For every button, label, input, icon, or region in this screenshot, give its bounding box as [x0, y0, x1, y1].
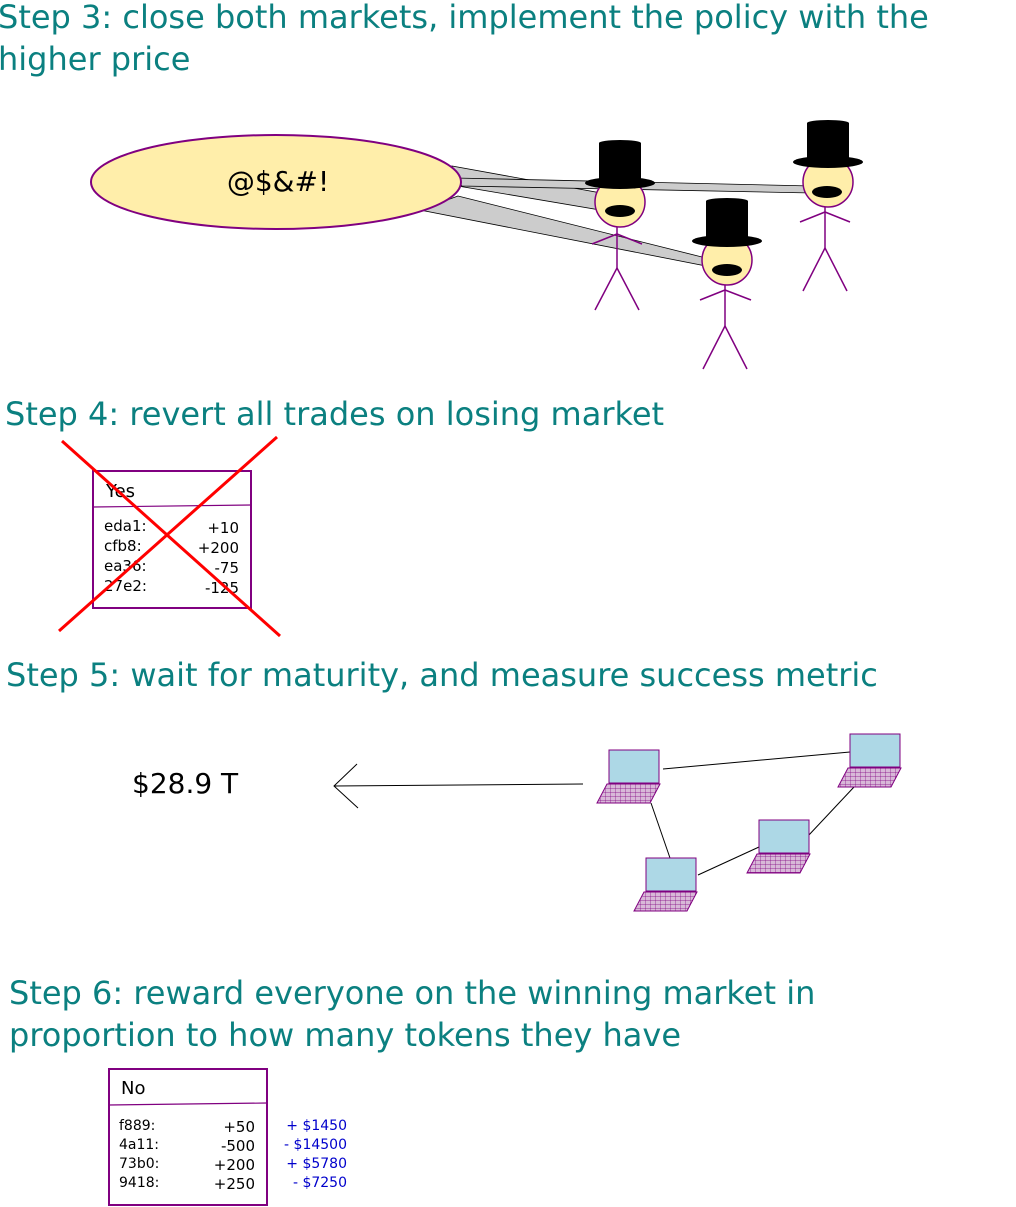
top-hat-figure-2 [793, 120, 863, 292]
ledger-row-amount: -500 [221, 1137, 255, 1155]
ledger-row-amount: +10 [207, 519, 239, 537]
laptop-node-2 [837, 733, 902, 788]
ledger-divider [92, 504, 252, 508]
success-metric-value: $28.9 T [132, 767, 239, 800]
speech-bubble-text: @$&#! [227, 165, 329, 198]
laptop-keyboard [746, 853, 811, 874]
step6-title-line1: Step 6: reward everyone on the winning m… [9, 974, 816, 1012]
ledger-header: No [121, 1078, 145, 1099]
laptop-screen [608, 749, 660, 784]
laptop-node-3 [746, 819, 811, 874]
mustache [605, 205, 635, 217]
ledger-row-id: 73b0: [119, 1156, 159, 1172]
speech-tail-3 [418, 195, 707, 267]
laptop-screen [849, 733, 901, 768]
ledger-row-amount: +250 [214, 1175, 255, 1193]
ledger-divider [108, 1102, 268, 1106]
ledger-row-amount: +200 [198, 539, 239, 557]
top-hat-crown [706, 201, 748, 242]
laptop-screen [645, 857, 697, 892]
reward-amount: + $1450 [286, 1118, 347, 1134]
yes-market-ledger: Yes eda1: cfb8: ea36: 27e2: +10 +200 -75… [58, 435, 282, 638]
reward-amount: - $7250 [293, 1175, 347, 1191]
laptop-node-4 [633, 857, 698, 912]
ledger-row-amount: +50 [223, 1118, 255, 1136]
top-hat-crown [807, 123, 849, 163]
reward-amount: + $5780 [286, 1156, 347, 1172]
ledger-row-id: cfb8: [104, 537, 142, 555]
top-hat-figure-3 [692, 198, 762, 370]
step3-title-line1: Step 3: close both markets, implement th… [0, 0, 929, 36]
laptop-node-1 [596, 749, 661, 804]
no-market-ledger: No f889: 4a11: 73b0: 9418: +50 -500 +200… [108, 1068, 268, 1206]
laptop-screen [758, 819, 810, 854]
laptop-keyboard [837, 767, 902, 788]
speech-bubble: @$&#! [90, 134, 813, 267]
red-cross-stroke-2 [58, 435, 278, 633]
mustache [712, 264, 742, 276]
ledger-row-amount: -75 [215, 559, 240, 577]
step3-title-line2: higher price [0, 40, 191, 78]
step5-title: Step 5: wait for maturity, and measure s… [6, 656, 878, 694]
top-hat-crown [599, 143, 641, 184]
ledger-box [108, 1068, 268, 1206]
red-cross-stroke-1 [60, 439, 282, 638]
reward-list: + $1450 - $14500 + $5780 - $7250 [284, 1118, 347, 1191]
measurement-arrow [333, 763, 584, 809]
step3-title: Step 3: close both markets, implement th… [0, 0, 929, 80]
network-connections [650, 751, 855, 876]
ledger-row-id: eda1: [104, 517, 147, 535]
laptop-keyboard [596, 783, 661, 804]
reward-amount: - $14500 [284, 1137, 347, 1153]
ledger-row-amount: +200 [214, 1156, 255, 1174]
top-hat-figure-1 [585, 140, 655, 311]
step6-title: Step 6: reward everyone on the winning m… [9, 972, 815, 1056]
ledger-row-id: 4a11: [119, 1137, 159, 1153]
laptop-keyboard [633, 891, 698, 912]
mustache [812, 186, 842, 198]
speech-bubble-shape [90, 134, 462, 230]
ledger-row-id: 9418: [119, 1175, 159, 1191]
step4-title: Step 4: revert all trades on losing mark… [5, 395, 665, 433]
ledger-row-id: f889: [119, 1118, 155, 1134]
step6-title-line2: proportion to how many tokens they have [9, 1016, 681, 1054]
